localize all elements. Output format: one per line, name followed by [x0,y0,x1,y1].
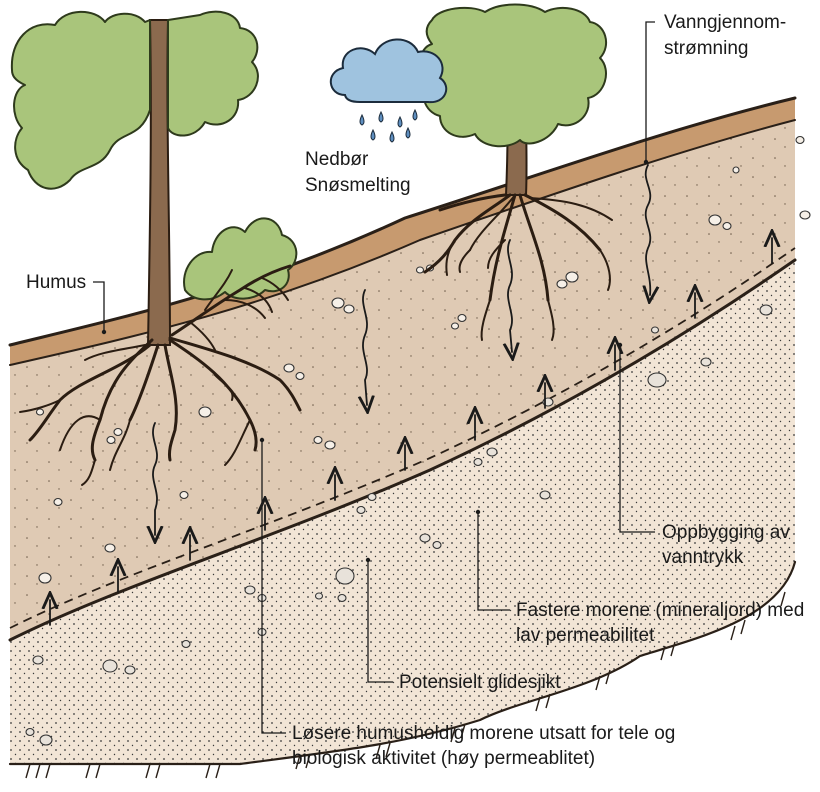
rain-cloud-icon [331,39,446,142]
label-vanngjennomstromning-1: Vanngjennom- [664,12,786,33]
label-oppbygging-1: Oppbygging av [662,522,790,543]
label-fastere-1: Fastere morene (mineraljord) med [516,600,804,621]
label-glidesjikt: Potensielt glidesjikt [399,672,561,693]
left-tree-foliage [12,12,150,189]
label-snosmelting: Snøsmelting [305,175,411,196]
shrub-foliage [184,218,296,299]
label-oppbygging-2: vanntrykk [662,547,744,568]
left-tree-trunk [148,20,170,345]
right-tree-foliage [420,5,606,147]
label-fastere-2: lav permeabilitet [516,625,655,646]
label-losere-1: Løsere humusholdig morene utsatt for tel… [292,723,675,744]
label-losere-2: biologisk aktivitet (høy permeablitet) [292,748,595,769]
label-nedbor: Nedbør [305,149,369,170]
label-humus: Humus [26,272,86,293]
label-vanngjennomstromning-2: strømning [664,38,748,59]
left-tree-foliage-right [168,12,258,136]
